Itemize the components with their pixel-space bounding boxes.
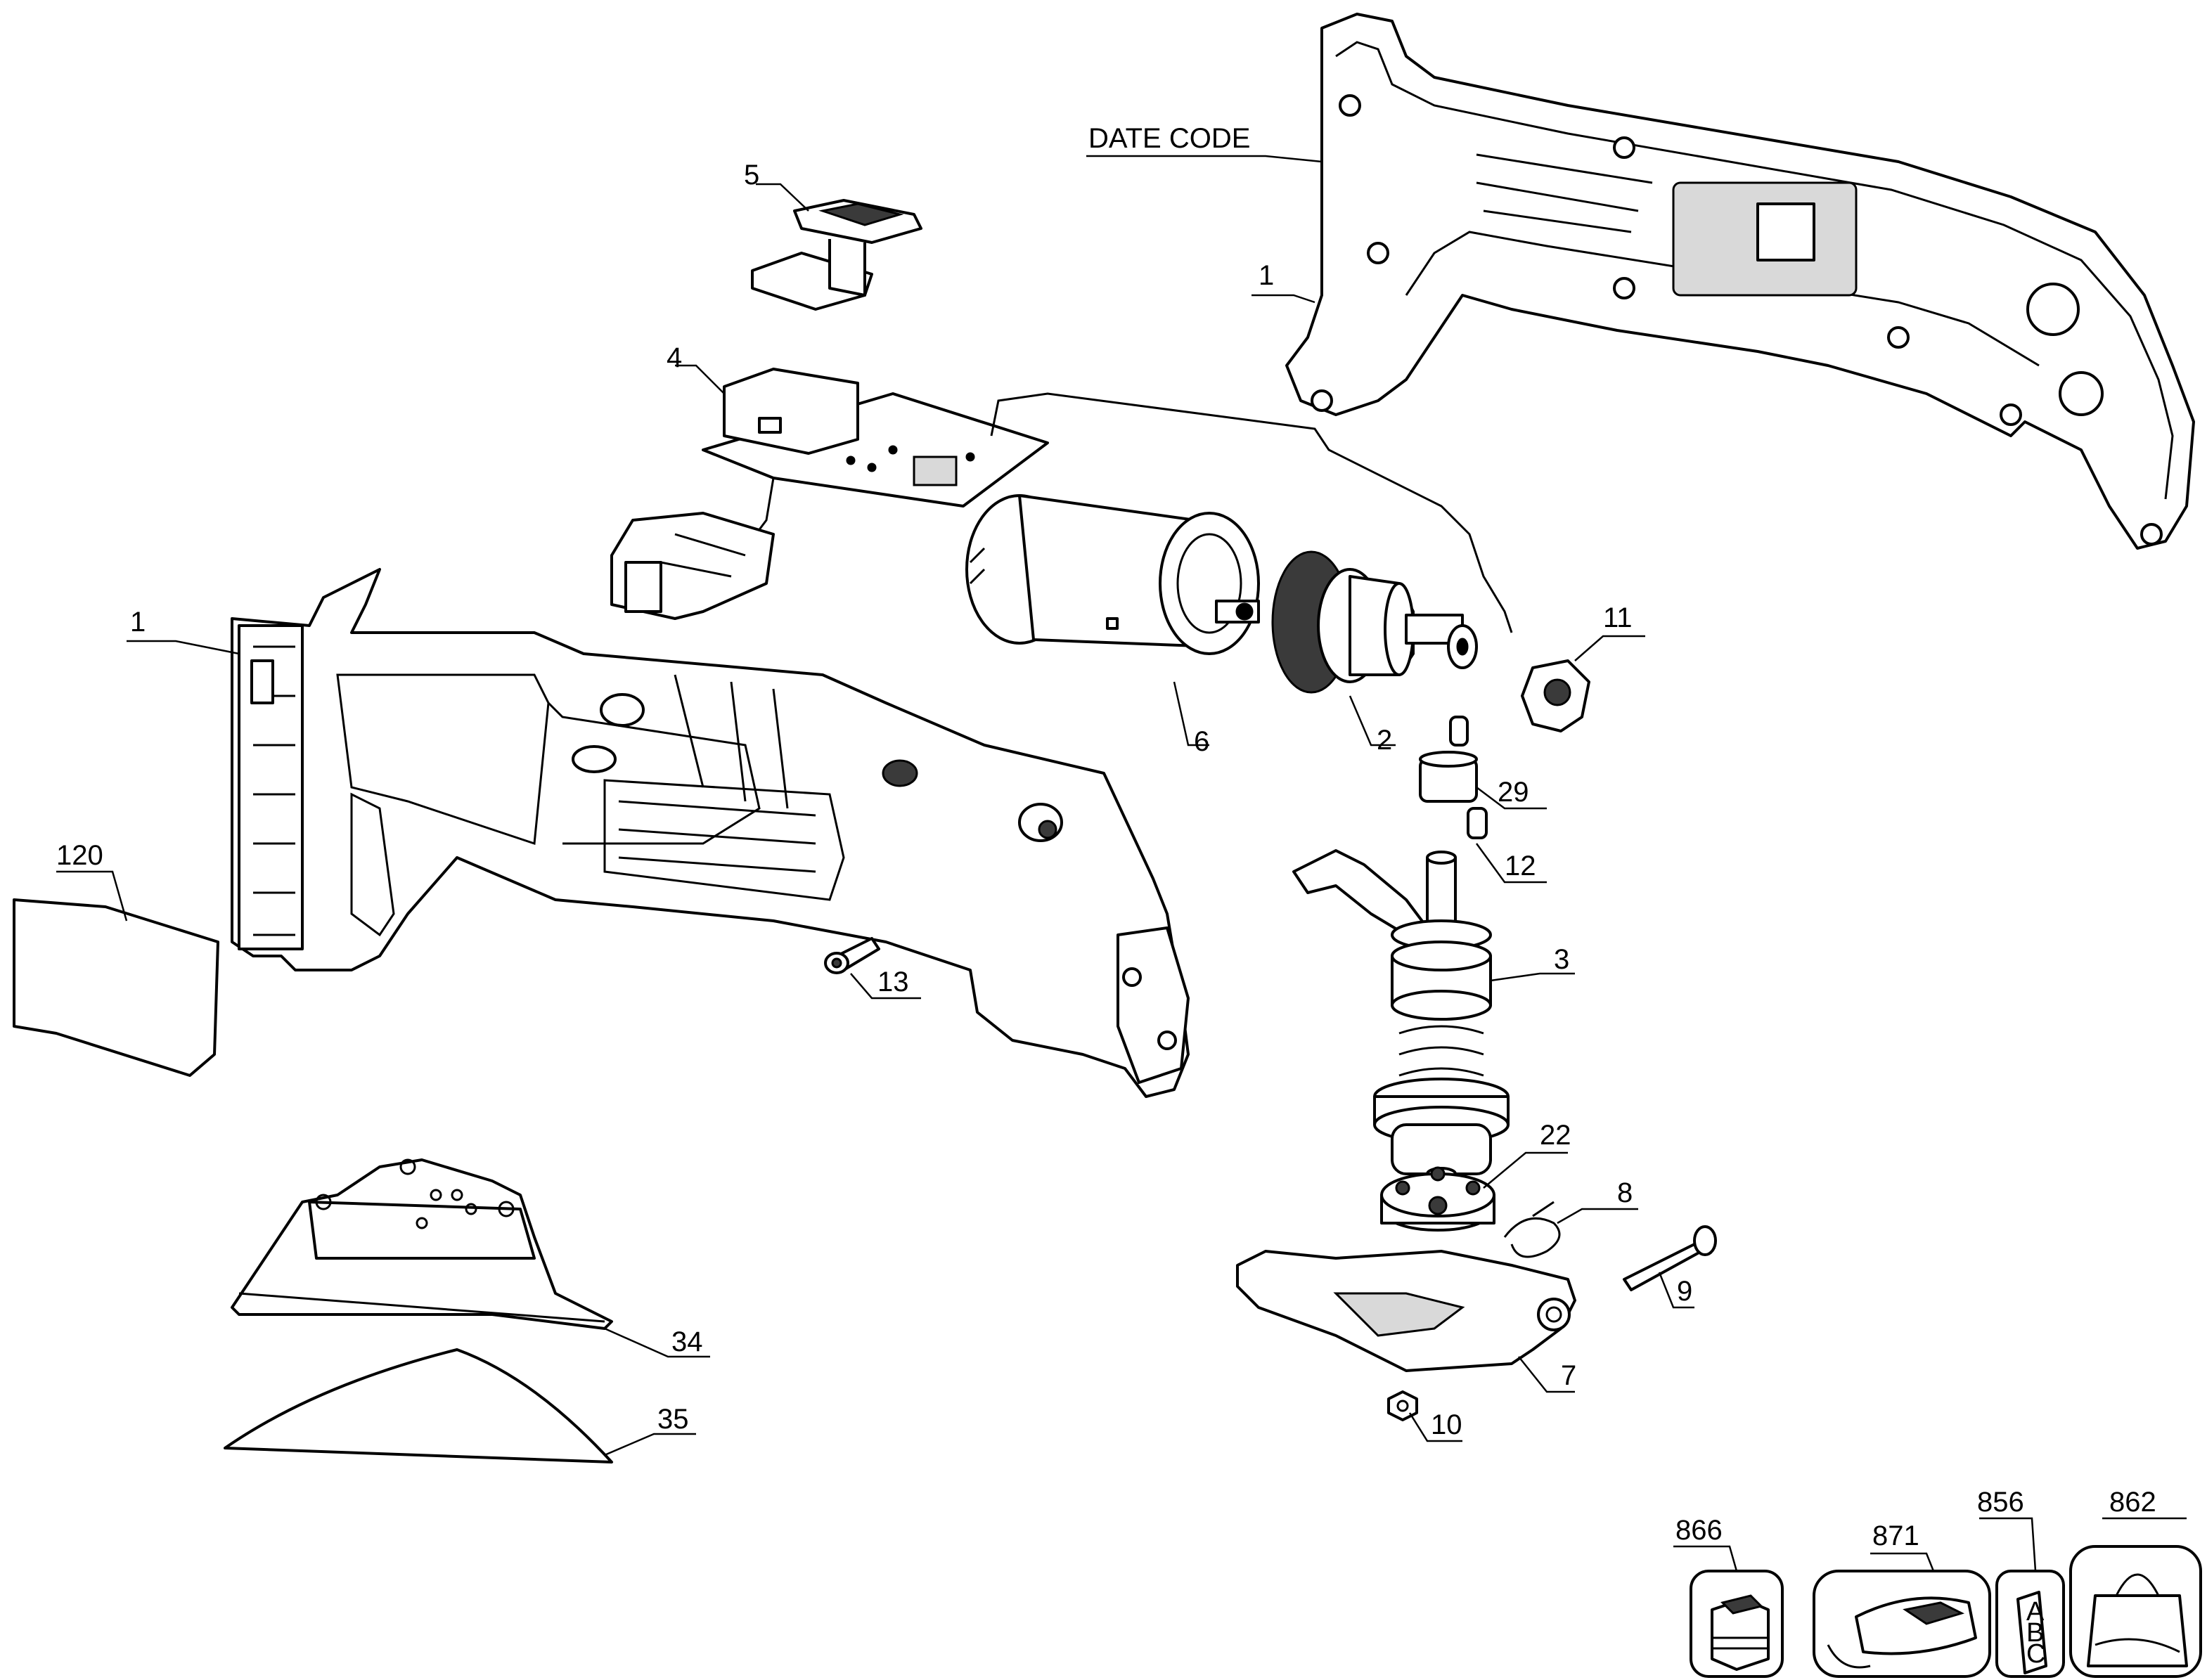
callout-22: 22 [1540,1120,1571,1151]
battery-terminal-block[interactable] [610,512,775,620]
callout-9: 9 [1677,1276,1692,1307]
battery-pack-box[interactable] [1690,1570,1784,1678]
gear-assembly[interactable] [1271,550,1478,694]
callout-8: 8 [1617,1177,1633,1208]
circuit-board[interactable] [702,368,1513,633]
clamp-lever[interactable] [1236,1250,1576,1372]
callout-35: 35 [657,1404,689,1435]
manual-letter-a: A [2026,1597,2045,1627]
charger-box[interactable] [1813,1570,1991,1678]
housing-half-right[interactable] [1285,13,2195,550]
spindle-assembly[interactable] [1292,849,1510,1181]
sanding-pad[interactable] [231,1158,613,1330]
instruction-manual-box[interactable]: A B C [1995,1570,2065,1678]
callout-34: 34 [671,1326,703,1357]
nameplate-label[interactable] [13,898,219,1077]
drive-flange[interactable] [1380,1166,1495,1232]
manual-letter-c: C [2026,1639,2045,1669]
callout-6: 6 [1194,726,1209,757]
carry-bag-box[interactable] [2069,1545,2202,1678]
callout-862: 862 [2109,1487,2156,1518]
callout-5: 5 [744,160,759,190]
callout-1-right: 1 [1259,260,1274,291]
callout-12: 12 [1505,851,1536,881]
callout-120: 120 [56,840,103,871]
callout-11: 11 [1603,602,1633,633]
callout-871: 871 [1872,1520,1919,1551]
spindle-nut[interactable] [1521,659,1590,732]
motor[interactable] [965,494,1260,655]
sanding-sheet[interactable] [224,1348,613,1463]
callout-1-left: 1 [130,607,146,638]
callout-29: 29 [1498,777,1529,808]
callout-13: 13 [877,967,909,997]
lever-screw[interactable] [1623,1225,1717,1291]
manual-letter-b: B [2026,1618,2044,1648]
callout-2: 2 [1377,725,1392,756]
switch-slider[interactable] [751,199,922,311]
hex-nut[interactable] [1387,1390,1418,1421]
callout-3: 3 [1554,944,1569,975]
date-code-label: DATE CODE [1088,123,1250,154]
pin-upper[interactable] [1449,716,1469,747]
spring-clip[interactable] [1503,1201,1561,1258]
callout-10: 10 [1431,1409,1462,1440]
callout-7: 7 [1561,1360,1576,1391]
callout-866: 866 [1675,1515,1723,1546]
callout-4: 4 [667,342,682,373]
bushing[interactable] [1419,751,1478,803]
tool-body-left-housing[interactable] [231,568,1190,1098]
housing-screw[interactable] [824,937,880,974]
pin-lower[interactable] [1467,807,1488,839]
callout-856: 856 [1977,1487,2024,1518]
